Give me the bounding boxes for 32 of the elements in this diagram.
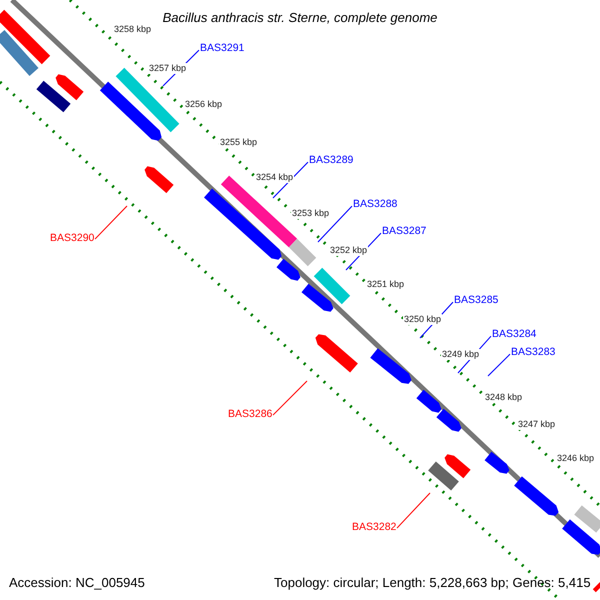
scale-label: 3248 kbp [484, 392, 524, 403]
leader-line [94, 206, 128, 240]
scale-label: 3249 kbp [441, 349, 480, 360]
scale-label: 3247 kbp [517, 419, 556, 430]
scale-label: 3246 kbp [556, 453, 596, 464]
gene-label: BAS3289 [309, 155, 354, 166]
genome-stats: Topology: circular; Length: 5,228,663 bp; Genes: 5,415 [274, 576, 591, 589]
title: Bacillus anthracis str. Sterne, complete genome [162, 11, 438, 24]
scale-label: 3258 kbp [113, 24, 152, 35]
gene-label: BAS3284 [492, 329, 536, 340]
scale-label: 3256 kbp [184, 99, 224, 110]
scale-label: 3257 kbp [148, 63, 188, 74]
scale-label: 3255 kbp [219, 137, 258, 148]
gene-label: BAS3291 [200, 43, 244, 54]
leader-line [488, 354, 510, 376]
scale-label: 3253 kbp [291, 208, 330, 219]
gene-label: BAS3285 [454, 295, 498, 306]
gene-label: BAS3287 [382, 226, 426, 236]
gene-label: BAS3283 [511, 347, 556, 358]
scale-label: 3251 kbp [366, 279, 406, 290]
leader-line [396, 492, 430, 529]
gene-label: BAS3288 [353, 199, 398, 210]
scale-label: 3254 kbp [255, 172, 294, 183]
leader-line [272, 162, 308, 198]
accession-text: Accession: NC_005945 [9, 576, 145, 589]
gene-label: BAS3286 [228, 409, 272, 420]
leader-line [272, 380, 308, 416]
leader-line [318, 206, 352, 242]
gene-label: BAS3282 [352, 522, 396, 532]
gene-label: BAS3290 [50, 233, 94, 244]
scale-label: 3250 kbp [403, 314, 442, 325]
scale-label: 3252 kbp [329, 245, 368, 256]
